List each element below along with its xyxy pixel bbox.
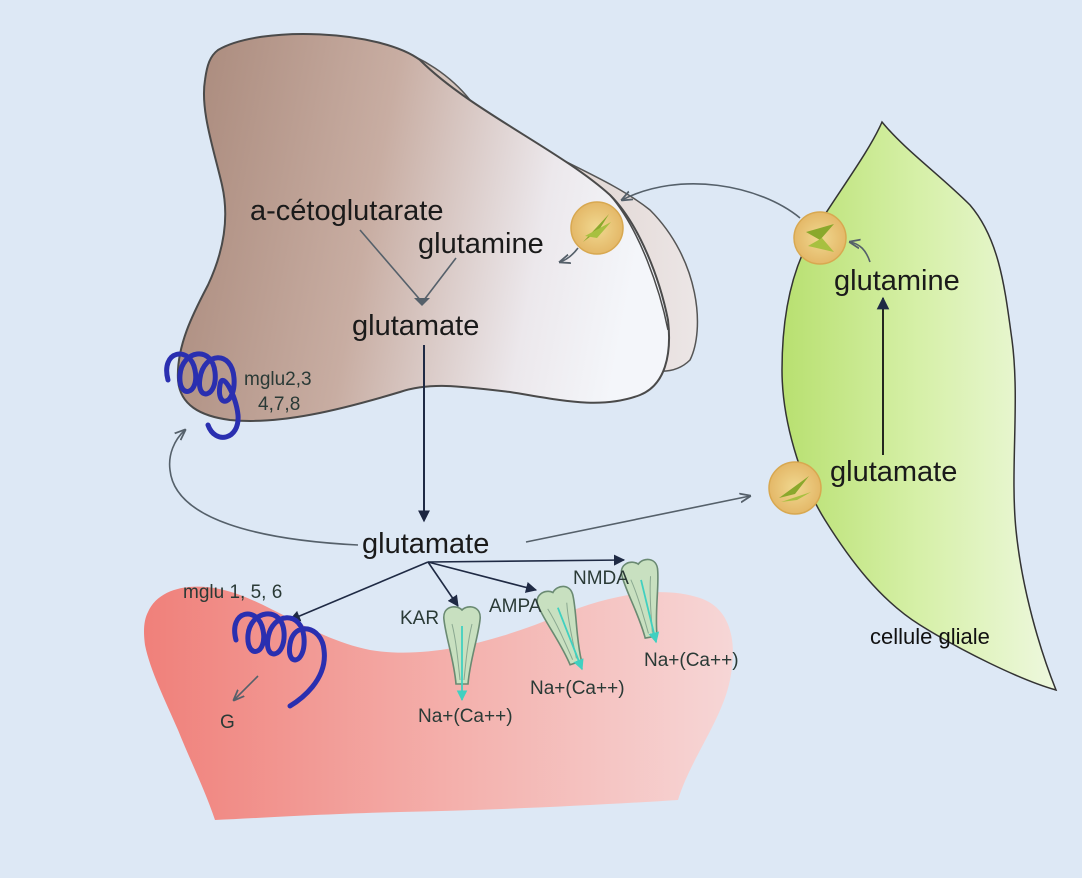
- mglu-receptor-presynaptic: [164, 351, 241, 440]
- presynaptic-membrane-inner: [609, 194, 669, 331]
- g-protein-label: G: [220, 712, 235, 733]
- cleft-glutamate-label: glutamate: [362, 528, 489, 560]
- glial-glutamate-label: glutamate: [830, 456, 957, 488]
- glial-body: [781, 120, 1058, 692]
- arrow-to-nmda: [427, 554, 626, 566]
- ampa-ion-flow: [557, 607, 584, 671]
- pathway-arrows: [168, 183, 890, 700]
- presynaptic-glutamine-label: glutamine: [418, 228, 544, 260]
- mglu-presynaptic-label-line1: mglu2,3: [244, 369, 312, 390]
- arrow-autoreceptor-feedback: [168, 430, 359, 546]
- nmda-label: NMDA: [573, 568, 629, 589]
- arrow-to-g-protein: [234, 675, 259, 700]
- presynaptic-glutamate-label: glutamate: [352, 310, 479, 342]
- glial-cell-label: cellule gliale: [870, 624, 990, 649]
- mglu-postsynaptic-label: mglu 1, 5, 6: [183, 582, 282, 603]
- arrow-glutamine-to-transporter: [850, 242, 871, 263]
- mglu-receptor-postsynaptic: [232, 611, 327, 709]
- ionotropic-receptor-icon: [536, 585, 583, 666]
- nmda-ion-flow: [640, 579, 660, 644]
- transporter-glial-upper: [793, 211, 847, 265]
- presynaptic-terminal: [176, 33, 699, 422]
- ampa-ions-label: Na+(Ca++): [530, 678, 625, 699]
- mglu-presynaptic-label-line2: 4,7,8: [258, 394, 300, 415]
- arrow-glia-to-presynaptic: [622, 183, 801, 219]
- nmda-receptor: [620, 558, 660, 644]
- mglu-receptor-coil-icon: [164, 351, 241, 440]
- alpha-ketoglutarate-label: a-cétoglutarate: [250, 195, 443, 227]
- kar-receptor: [443, 606, 481, 702]
- arrow-to-kar: [427, 561, 459, 607]
- ampa-receptor: [536, 585, 584, 671]
- glial-cell: [781, 120, 1058, 692]
- labels: a-cétoglutarate glutamine glutamate glut…: [183, 195, 990, 733]
- nmda-ions-label: Na+(Ca++): [644, 650, 739, 671]
- arrow-to-mglu-postsyn: [288, 561, 429, 622]
- arrow-to-ampa: [427, 561, 538, 593]
- ampa-label: AMPA: [489, 596, 542, 617]
- transporter-glial-lower: [768, 461, 822, 515]
- ionotropic-receptor-icon: [620, 558, 659, 639]
- transporter-presynaptic: [570, 201, 624, 255]
- arrow-convergence-head: [414, 298, 430, 306]
- glial-glutamine-label: glutamine: [834, 265, 960, 297]
- arrow-glutamine-to-glutamate: [423, 257, 457, 301]
- mglu-receptor-coil-icon: [232, 611, 327, 709]
- arrow-akg-to-glutamate: [359, 229, 423, 303]
- kar-label: KAR: [400, 608, 439, 629]
- kar-ions-label: Na+(Ca++): [418, 706, 513, 727]
- arrow-to-glia: [525, 496, 750, 543]
- arrow-transporter-to-glutamine: [560, 247, 579, 262]
- presynaptic-body: [176, 33, 671, 422]
